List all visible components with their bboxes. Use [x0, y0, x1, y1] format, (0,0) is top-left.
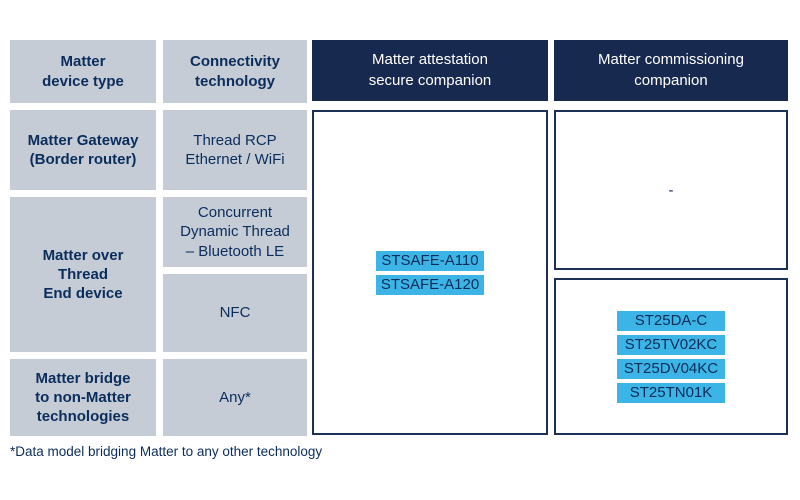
product-chip-st25da-c: ST25DA-C: [617, 310, 725, 331]
cell-matter-bridge-non-matter: Matter bridge to non-Matter technologies: [10, 359, 156, 436]
product-chip-st25dv04kc: ST25DV04KC: [617, 358, 725, 379]
commissioning-products-box: ST25DA-C ST25TV02KC ST25DV04KC ST25TN01K: [554, 278, 788, 435]
cell-matter-gateway-border-router: Matter Gateway (Border router): [10, 110, 156, 190]
header-matter-commissioning-companion: Matter commissioning companion: [554, 40, 788, 101]
commissioning-gateway-box: -: [554, 110, 788, 270]
cell-concurrent-dynamic-thread-bluetooth-le: Concurrent Dynamic Thread – Bluetooth LE: [163, 197, 307, 267]
product-chip-stsafe-a110: STSAFE-A110: [376, 250, 484, 271]
no-product-dash: -: [668, 181, 674, 199]
header-matter-attestation-secure-companion: Matter attestation secure companion: [312, 40, 548, 101]
product-chip-stsafe-a120: STSAFE-A120: [376, 274, 484, 295]
cell-nfc: NFC: [163, 274, 307, 352]
cell-any: Any*: [163, 359, 307, 436]
header-connectivity-technology: Connectivity technology: [163, 40, 307, 103]
cell-matter-over-thread-end-device: Matter over Thread End device: [10, 197, 156, 352]
attestation-products-box: STSAFE-A110 STSAFE-A120: [312, 110, 548, 435]
footnote-data-model-bridging: *Data model bridging Matter to any other…: [10, 444, 323, 459]
header-matter-device-type: Matter device type: [10, 40, 156, 103]
product-chip-st25tv02kc: ST25TV02KC: [617, 334, 725, 355]
cell-thread-rcp-ethernet-wifi: Thread RCP Ethernet / WiFi: [163, 110, 307, 190]
product-chip-st25tn01k: ST25TN01K: [617, 382, 725, 403]
